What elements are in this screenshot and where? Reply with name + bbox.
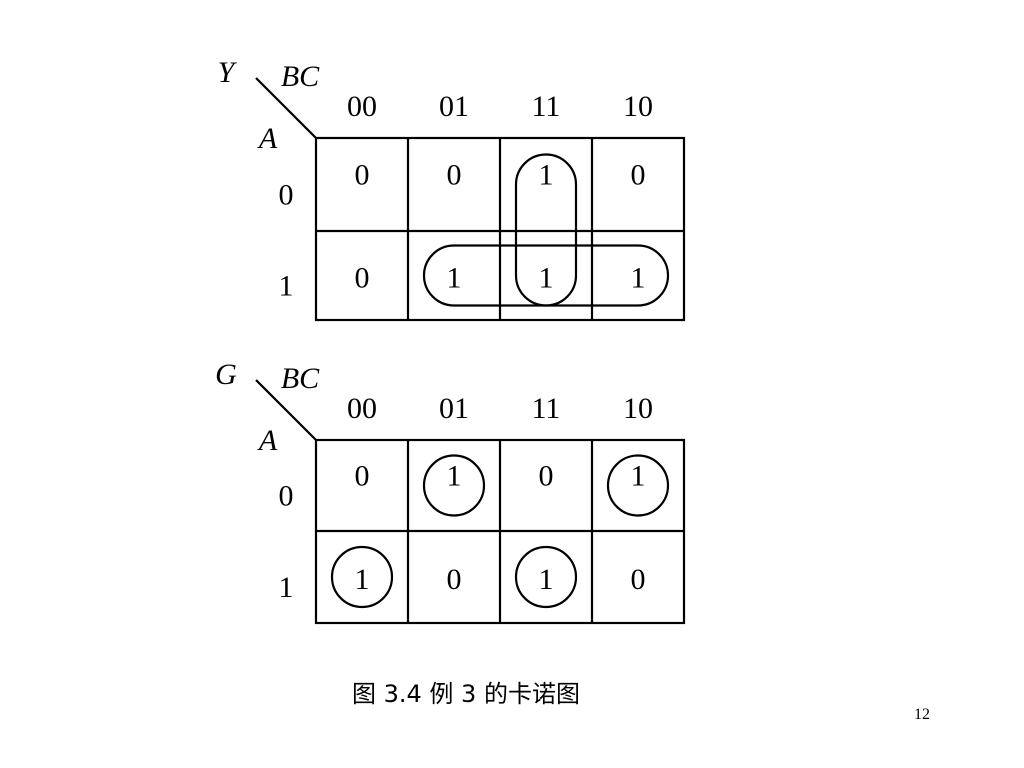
kmap-g-cell-value: 1 [447,460,462,493]
kmap-g-cell-value: 0 [447,563,462,596]
kmap-g-diagonal-line [255,379,317,441]
kmap-g-cell-value: 0 [539,460,554,493]
kmap-y-col-header: 00 [347,90,377,123]
kmap-g-cell-value: 1 [631,460,646,493]
kmap-y-cell-value: 0 [355,262,370,295]
kmap-g-cell-value: 0 [355,460,370,493]
kmap-y-col-header: 10 [623,90,653,123]
kmap-g-output-label: G [215,358,237,391]
kmap-g-row-header: 1 [279,571,294,604]
kmap-g-cell-value: 1 [539,563,554,596]
kmap-g-group-loop [330,545,394,609]
kmap-y-diagonal-line [255,77,317,139]
kmap-y-cell-value: 0 [355,159,370,192]
kmap-y-cell-value: 0 [447,159,462,192]
kmap-y-row-header: 1 [279,270,294,303]
kmap-g-row-var-label: A [257,424,278,457]
kmap-y-row-var-label: A [257,122,278,155]
kmap-y-output-label: Y [218,56,238,89]
kmap-y-cell-value: 0 [631,159,646,192]
kmap-g-cell-value: 0 [631,563,646,596]
kmap-y-col-header: 11 [532,90,561,123]
figure-caption: 图 3.4 例 3 的卡诺图 [352,680,580,708]
kmap-g-group-loop [422,454,486,517]
kmap-y-cell-value: 1 [539,262,554,295]
kmap-y-col-header: 01 [439,90,469,123]
kmap-g-col-header: 11 [532,392,561,425]
kmap-y-cell-value: 1 [539,159,554,192]
kmap-y-row-header: 0 [279,179,294,212]
kmap-g-col-header: 00 [347,392,377,425]
kmap-g-col-header: 10 [623,392,653,425]
kmap-g-group-loop [606,454,670,517]
kmap-g-cell-value: 1 [355,563,370,596]
kmap-y-group-loop [422,244,670,307]
kmap-g-col-var-label: BC [281,362,320,395]
kmap-g-group-loop [514,545,578,609]
kmap-y-col-var-label: BC [281,60,320,93]
kmap-g-col-header: 01 [439,392,469,425]
page-number: 12 [914,706,930,723]
kmap-y-cell-value: 1 [631,262,646,295]
kmap-g-row-header: 0 [279,480,294,513]
kmap-y-cell-value: 1 [447,262,462,295]
